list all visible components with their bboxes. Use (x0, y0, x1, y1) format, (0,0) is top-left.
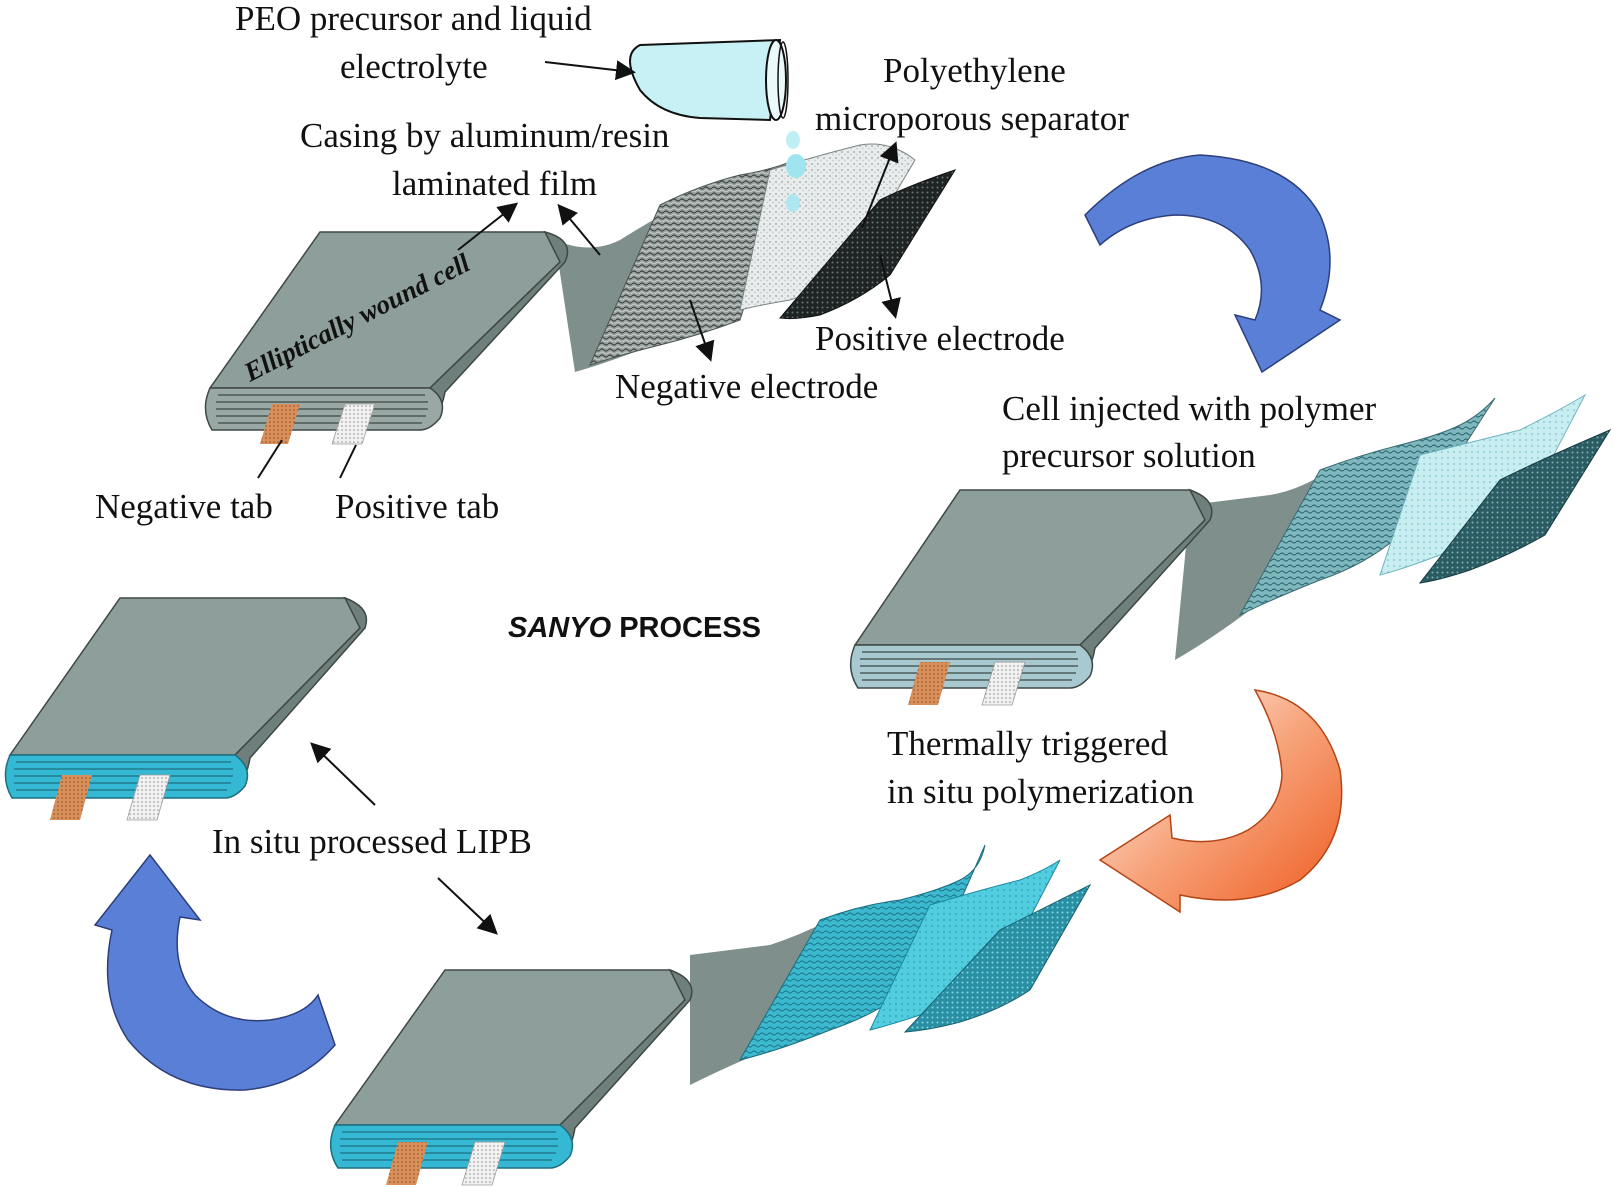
cell-3-in-situ-processed-lipb (4, 596, 368, 821)
negative-electrode-label: Negative electrode (615, 367, 878, 406)
cell-2-separator-sheet (1379, 393, 1587, 576)
cell-4-negative-tab (386, 1142, 428, 1185)
callout-arrow-lipb-up (310, 742, 376, 806)
callout-arrow-peo (544, 60, 636, 81)
cell-2-positive-electrode-sheet (1418, 428, 1612, 584)
callout-arrow-negative-electrode (689, 299, 715, 362)
cell-4-positive-tab (461, 1141, 506, 1186)
orange-arrow-step-2 (1098, 689, 1343, 914)
callout-line-negative-tab (257, 439, 283, 479)
casing-label-line2: laminated film (392, 164, 597, 203)
cell-injected-label-line2: precursor solution (1002, 436, 1256, 475)
blue-arrow-step-1 (1084, 154, 1342, 374)
cell-1-negative-electrode-sheet (589, 161, 791, 366)
cell-4-polymerized (329, 844, 1092, 1186)
cell-2-casing-ribbon (1175, 470, 1330, 660)
in-situ-lipb-label: In situ processed LIPB (212, 822, 532, 861)
cell-1-positive-tab (331, 403, 376, 445)
positive-tab-label: Positive tab (335, 487, 499, 526)
cell-3-negative-tab (50, 775, 92, 820)
cell-1-negative-tab (260, 404, 300, 444)
thermally-label-line1: Thermally triggered (887, 724, 1168, 763)
cell-2-negative-tab (908, 662, 950, 705)
polyethylene-label-line1: Polyethylene (883, 51, 1066, 90)
callout-arrow-positive-electrode (879, 254, 901, 319)
callout-arrow-lipb-down (437, 877, 498, 935)
cell-3-top-face (8, 597, 362, 756)
pouring-beaker-icon (629, 38, 789, 122)
callout-arrow-casing-1 (457, 202, 519, 251)
process-title-rest: PROCESS (611, 612, 761, 644)
cell-2-injected (849, 393, 1612, 706)
cell-2-top-face (853, 489, 1207, 646)
callout-line-positive-tab (339, 444, 357, 479)
cell-1-positive-electrode-sheet (779, 169, 957, 320)
cell-4-negative-electrode-sheet (738, 844, 986, 1061)
cell-injected-label-line1: Cell injected with polymer (1002, 389, 1377, 428)
cell-4-casing-ribbon (690, 920, 830, 1085)
cell-1-elliptically-wound: Elliptically wound cell (204, 143, 957, 445)
cell-4-top-face (333, 969, 687, 1126)
callout-arrow-separator (861, 141, 899, 229)
peo-precursor-label-line2: electrolyte (340, 47, 488, 86)
process-title: SANYO PROCESS (508, 612, 761, 644)
callout-arrow-casing-2 (557, 203, 601, 256)
cell-2-positive-tab (981, 661, 1026, 706)
polyethylene-label-line2: microporous separator (815, 99, 1129, 138)
blue-arrow-step-3 (93, 853, 336, 1091)
process-title-italic: SANYO (508, 612, 612, 644)
negative-tab-label: Negative tab (95, 487, 273, 526)
casing-label-line1: Casing by aluminum/resin (300, 116, 669, 155)
cell-3-positive-tab (126, 774, 171, 821)
positive-electrode-label: Positive electrode (815, 319, 1065, 358)
thermally-label-line2: in situ polymerization (887, 772, 1194, 811)
peo-precursor-label-line1: PEO precursor and liquid (235, 0, 592, 38)
cell-4-positive-electrode-sheet (903, 883, 1092, 1033)
liquid-drop-icon (786, 131, 806, 212)
